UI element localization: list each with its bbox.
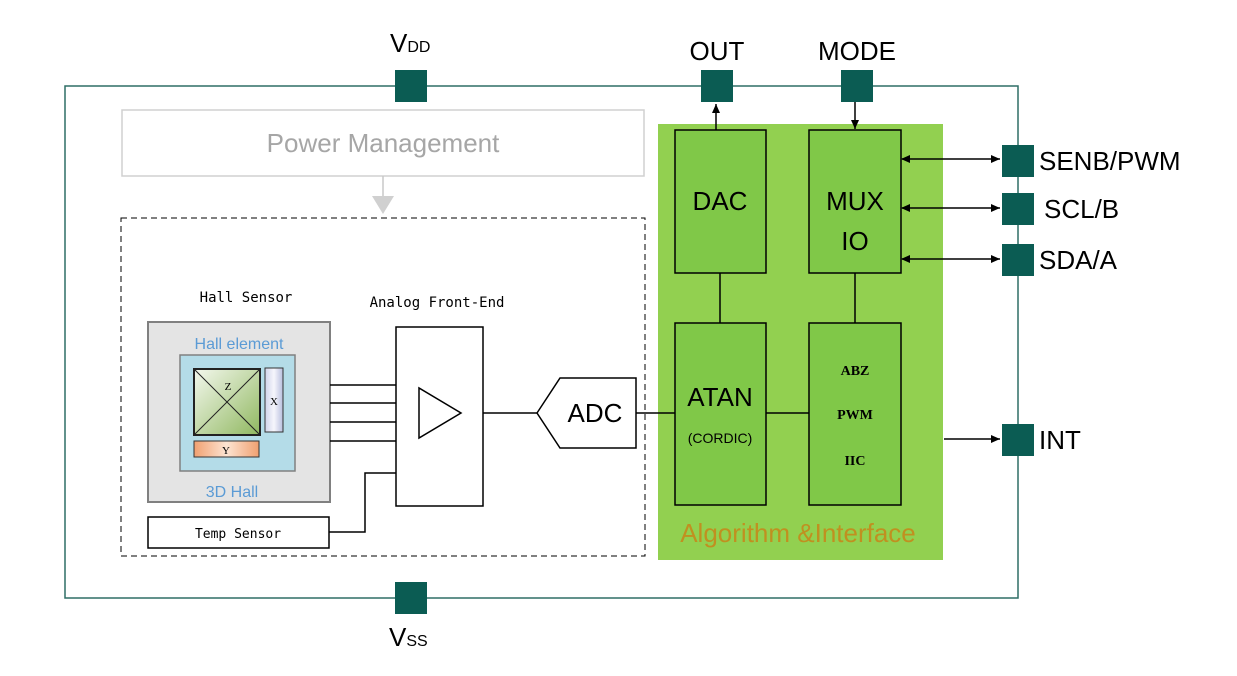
abz-label: ABZ bbox=[841, 364, 870, 379]
mux-label: MUX bbox=[826, 186, 884, 216]
vdd-pin bbox=[395, 70, 427, 102]
senb-pwm-label: SENB/PWM bbox=[1039, 146, 1181, 176]
scl-b-label: SCL/B bbox=[1044, 194, 1119, 224]
atan-block bbox=[674, 322, 767, 506]
z-axis-label: Z bbox=[225, 381, 232, 393]
mux-io-block bbox=[808, 129, 902, 274]
x-axis-label: X bbox=[270, 396, 278, 408]
iic-label: IIC bbox=[844, 454, 865, 469]
hall-element-label: Hall element bbox=[195, 336, 284, 353]
y-hall-element bbox=[193, 440, 260, 458]
y-axis-label: Y bbox=[222, 445, 230, 457]
mode-label: MODE bbox=[818, 36, 896, 66]
hall-3d-label: 3D Hall bbox=[206, 484, 258, 501]
amplifier-icon bbox=[418, 386, 463, 440]
analog-front-end-label: Analog Front-End bbox=[370, 295, 505, 311]
vss-pin bbox=[395, 582, 427, 614]
scl-b-pin bbox=[1002, 193, 1034, 225]
int-label: INT bbox=[1039, 425, 1081, 455]
power-management-label: Power Management bbox=[267, 128, 500, 158]
interface-block bbox=[808, 322, 902, 506]
io-label: IO bbox=[841, 226, 868, 256]
out-pin bbox=[701, 70, 733, 102]
hall-sensor-label: Hall Sensor bbox=[200, 290, 293, 306]
mode-pin bbox=[841, 70, 873, 102]
out-label: OUT bbox=[690, 36, 745, 66]
temp-sensor-label: Temp Sensor bbox=[195, 527, 281, 542]
temp-to-afe-line bbox=[329, 472, 396, 533]
vdd-label: VDD bbox=[390, 28, 430, 58]
temp-sensor-block bbox=[147, 516, 330, 549]
atan-label: ATAN bbox=[687, 382, 752, 412]
dac-block bbox=[674, 129, 767, 274]
z-element-cross-b bbox=[193, 368, 261, 436]
senb-pwm-pin bbox=[1002, 145, 1034, 177]
power-management-block bbox=[121, 109, 645, 177]
sda-a-label: SDA/A bbox=[1039, 245, 1118, 275]
chip-boundary bbox=[64, 85, 1019, 599]
dac-label: DAC bbox=[693, 186, 748, 216]
cordic-label: (CORDIC) bbox=[688, 430, 753, 446]
power-arrow-head bbox=[372, 196, 394, 214]
algorithm-interface-label: Algorithm &Interface bbox=[680, 518, 916, 548]
pwm-label: PWM bbox=[837, 408, 873, 423]
adc-label: ADC bbox=[568, 398, 623, 428]
vss-label: VSS bbox=[389, 622, 428, 652]
int-pin bbox=[1002, 424, 1034, 456]
x-hall-element bbox=[264, 367, 284, 433]
sda-a-pin bbox=[1002, 244, 1034, 276]
analog-section-boundary bbox=[120, 217, 646, 557]
